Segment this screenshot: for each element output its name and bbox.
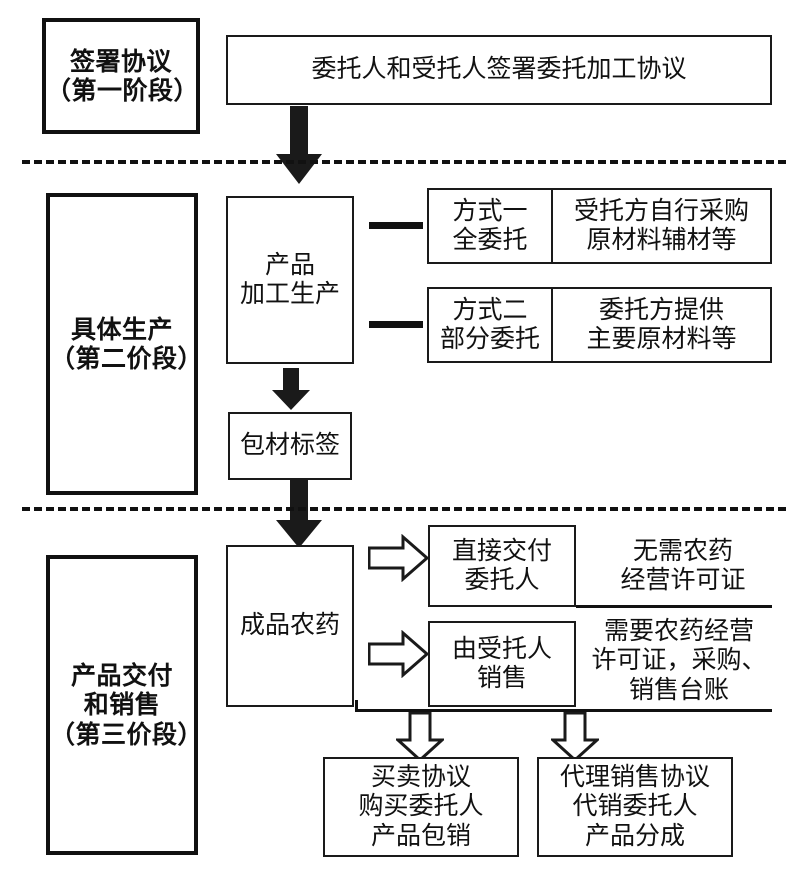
outcome-two-text: 代理销售协议 代销委托人 产品分成 xyxy=(559,763,710,850)
stage-label-production: 具体生产 （第二价段） xyxy=(46,193,204,495)
channel-two-separator-line xyxy=(576,709,772,712)
method-two-name-box: 方式二 部分委托 xyxy=(427,287,553,363)
channel-two-box: 由受托人 销售 xyxy=(428,621,576,707)
hollow-down-arrow-icon-outcome-one xyxy=(396,712,444,762)
finished-product-box: 成品农药 xyxy=(226,545,354,707)
hollow-right-arrow-icon-channel-two xyxy=(368,630,428,678)
stage-label-text: 签署协议 （第一阶段） xyxy=(46,46,200,106)
hollow-right-arrow-icon-channel-one xyxy=(368,534,428,582)
channel-one-note: 无需农药 经营许可证 xyxy=(588,525,778,607)
method-two-desc-text: 委托方提供 主要原材料等 xyxy=(586,296,737,354)
dashed-divider-icon-1 xyxy=(22,160,786,164)
outcome-two-box: 代理销售协议 代销委托人 产品分成 xyxy=(537,757,733,857)
method-two-desc-box: 委托方提供 主要原材料等 xyxy=(551,287,772,363)
method-one-desc-box: 受托方自行采购 原材料辅材等 xyxy=(551,188,772,264)
outcome-one-box: 买卖协议 购买委托人 产品包销 xyxy=(323,757,519,857)
packaging-label-box: 包材标签 xyxy=(228,412,352,480)
outcome-one-text: 买卖协议 购买委托人 产品包销 xyxy=(358,763,484,850)
connector-line-icon-method-one xyxy=(369,222,423,229)
solid-down-arrow-icon-delivery xyxy=(276,478,322,548)
channel-two-note: 需要农药经营 许可证，采购、 销售台账 xyxy=(580,611,778,711)
finished-product-text: 成品农药 xyxy=(239,612,340,640)
branch-horizontal-line xyxy=(355,709,576,712)
channel-two-text: 由受托人 销售 xyxy=(451,635,552,693)
dashed-divider-icon-2 xyxy=(22,507,786,511)
method-one-name-text: 方式一 全委托 xyxy=(452,197,528,255)
method-one-name-box: 方式一 全委托 xyxy=(427,188,553,264)
agreement-box-text: 委托人和受托人签署委托加工协议 xyxy=(311,56,687,84)
hollow-down-arrow-icon-outcome-two xyxy=(551,712,599,762)
stage-label-text: 具体生产 （第二价段） xyxy=(50,314,204,374)
channel-one-separator-line xyxy=(576,605,772,608)
stage-label-delivery-sales: 产品交付 和销售 （第三价段） xyxy=(46,555,204,855)
channel-one-text: 直接交付 委托人 xyxy=(451,537,552,595)
method-two-name-text: 方式二 部分委托 xyxy=(439,296,540,354)
solid-down-arrow-icon xyxy=(276,106,322,184)
agreement-box: 委托人和受托人签署委托加工协议 xyxy=(226,35,772,105)
production-box: 产品 加工生产 xyxy=(226,196,354,364)
stage-label-sign-agreement: 签署协议 （第一阶段） xyxy=(42,18,200,134)
solid-down-arrow-icon-packaging xyxy=(272,368,310,410)
method-one-desc-text: 受托方自行采购 原材料辅材等 xyxy=(573,197,749,255)
packaging-label-text: 包材标签 xyxy=(239,432,340,460)
channel-one-box: 直接交付 委托人 xyxy=(428,525,576,607)
stage-label-text: 产品交付 和销售 （第三价段） xyxy=(50,660,204,749)
connector-line-icon-method-two xyxy=(369,321,423,328)
branch-stub-left xyxy=(355,700,358,712)
channel-two-note-text: 需要农药经营 许可证，采购、 销售台账 xyxy=(591,617,767,704)
production-box-text: 产品 加工生产 xyxy=(239,251,340,309)
channel-one-note-text: 无需农药 经营许可证 xyxy=(620,537,746,595)
